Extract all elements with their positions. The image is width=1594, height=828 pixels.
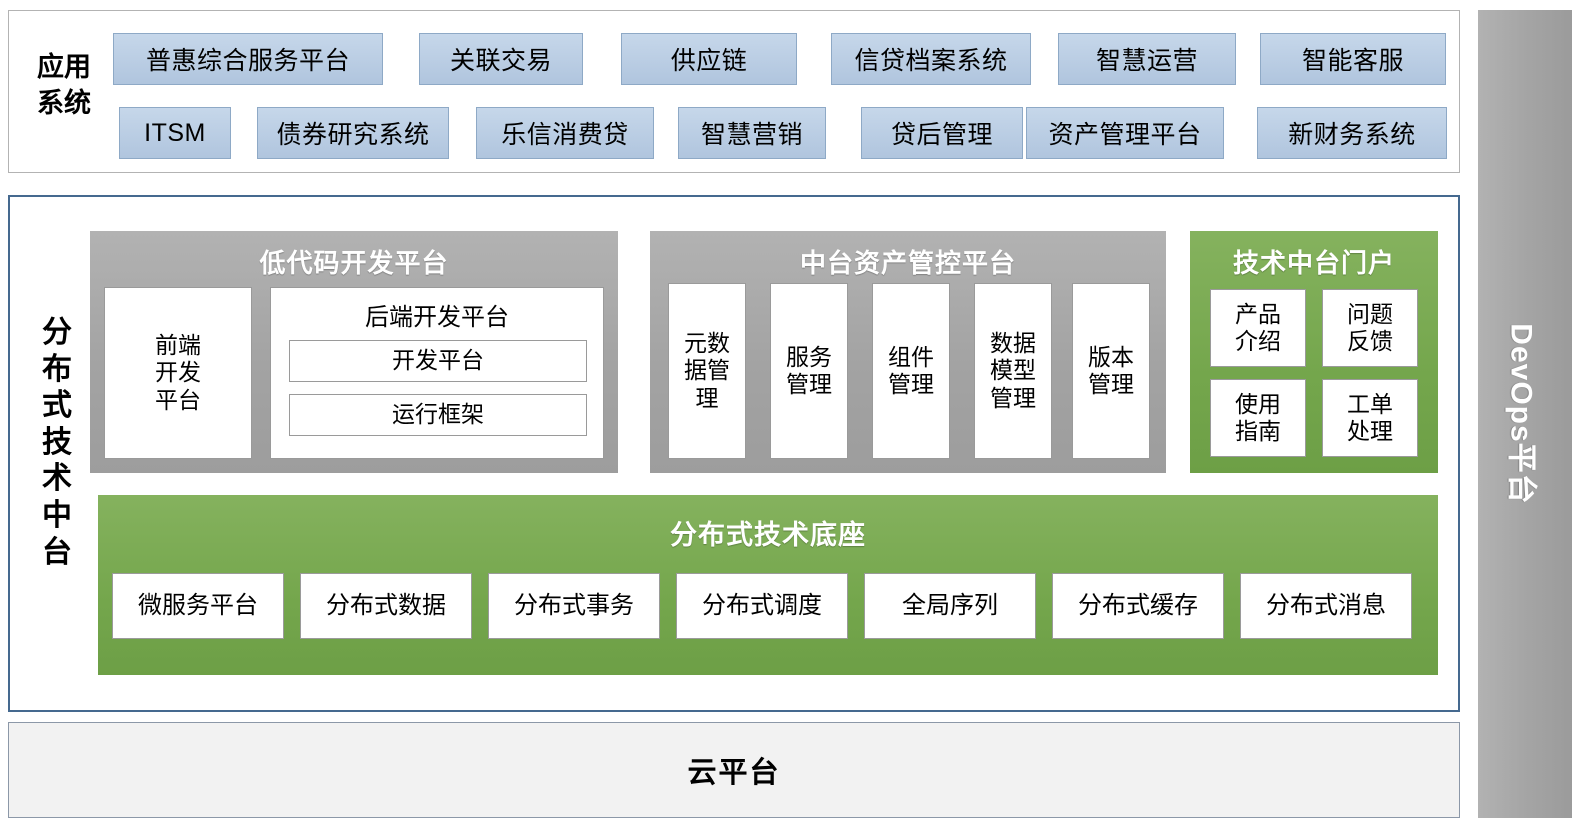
application-systems-label: 应用系统 [37,52,91,119]
asset-platform-column[interactable]: 组件管理 [872,283,950,459]
devops-platform-label: DevOps平台 [1505,323,1539,505]
low-code-platform-title: 低代码开发平台 [259,248,449,278]
tech-portal-panel: 技术中台门户 产品介绍问题反馈使用指南工单处理 [1190,231,1438,473]
application-systems-section: 应用系统 普惠综合服务平台关联交易供应链信贷档案系统智慧运营智能客服 ITSM 债… [8,10,1460,173]
cloud-platform-section: 云平台 [8,722,1460,818]
app-system-box[interactable]: 智慧营销 [678,107,826,159]
asset-platform-column[interactable]: 服务管理 [770,283,848,459]
asset-platform-column[interactable]: 元数据管理 [668,283,746,459]
app-system-box[interactable]: 信贷档案系统 [831,33,1031,85]
backend-item-runtime-framework[interactable]: 运行框架 [289,394,587,436]
asset-platform-column[interactable]: 版本管理 [1072,283,1150,459]
app-system-box[interactable]: 关联交易 [419,33,583,85]
asset-control-platform-title: 中台资产管控平台 [799,248,1016,278]
backend-item-dev-platform[interactable]: 开发平台 [289,340,587,382]
foundation-item[interactable]: 分布式事务 [488,573,660,639]
app-system-box[interactable]: ITSM [119,107,231,159]
distributed-foundation-title: 分布式技术底座 [670,520,866,550]
distributed-tech-platform-section: 分布式技术中台 低代码开发平台 前端开发平台 后端开发平台 开发平台 运行框架 … [8,195,1460,712]
tech-portal-cell[interactable]: 问题反馈 [1322,289,1418,367]
app-system-box[interactable]: 资产管理平台 [1026,107,1224,159]
low-code-platform-panel: 低代码开发平台 前端开发平台 后端开发平台 开发平台 运行框架 [90,231,618,473]
app-system-box[interactable]: 智能客服 [1260,33,1446,85]
foundation-item[interactable]: 分布式数据 [300,573,472,639]
tech-portal-title: 技术中台门户 [1232,248,1395,278]
app-system-box[interactable]: 智慧运营 [1058,33,1236,85]
tech-portal-cell[interactable]: 工单处理 [1322,379,1418,457]
distributed-tech-platform-label: 分布式技术中台 [42,316,72,569]
app-system-box[interactable]: 债券研究系统 [257,107,449,159]
tech-portal-cell[interactable]: 产品介绍 [1210,289,1306,367]
app-system-box[interactable]: 贷后管理 [861,107,1023,159]
asset-control-platform-panel: 中台资产管控平台 元数据管理服务管理组件管理数据模型管理版本管理 [650,231,1166,473]
foundation-item[interactable]: 分布式调度 [676,573,848,639]
app-system-box[interactable]: 普惠综合服务平台 [113,33,383,85]
app-system-box[interactable]: 供应链 [621,33,797,85]
distributed-foundation-panel: 分布式技术底座 微服务平台分布式数据分布式事务分布式调度全局序列分布式缓存分布式… [98,495,1438,675]
devops-platform-bar: DevOps平台 [1478,10,1572,818]
foundation-item[interactable]: 全局序列 [864,573,1036,639]
asset-platform-column[interactable]: 数据模型管理 [974,283,1052,459]
cloud-platform-label: 云平台 [687,757,781,789]
app-system-box[interactable]: 乐信消费贷 [476,107,654,159]
frontend-dev-platform-box[interactable]: 前端开发平台 [104,287,252,459]
tech-portal-cell[interactable]: 使用指南 [1210,379,1306,457]
foundation-item[interactable]: 分布式消息 [1240,573,1412,639]
backend-dev-platform-box: 后端开发平台 开发平台 运行框架 [270,287,604,459]
app-system-box[interactable]: 新财务系统 [1257,107,1447,159]
foundation-item[interactable]: 微服务平台 [112,573,284,639]
backend-dev-platform-title: 后端开发平台 [365,304,509,331]
foundation-item[interactable]: 分布式缓存 [1052,573,1224,639]
